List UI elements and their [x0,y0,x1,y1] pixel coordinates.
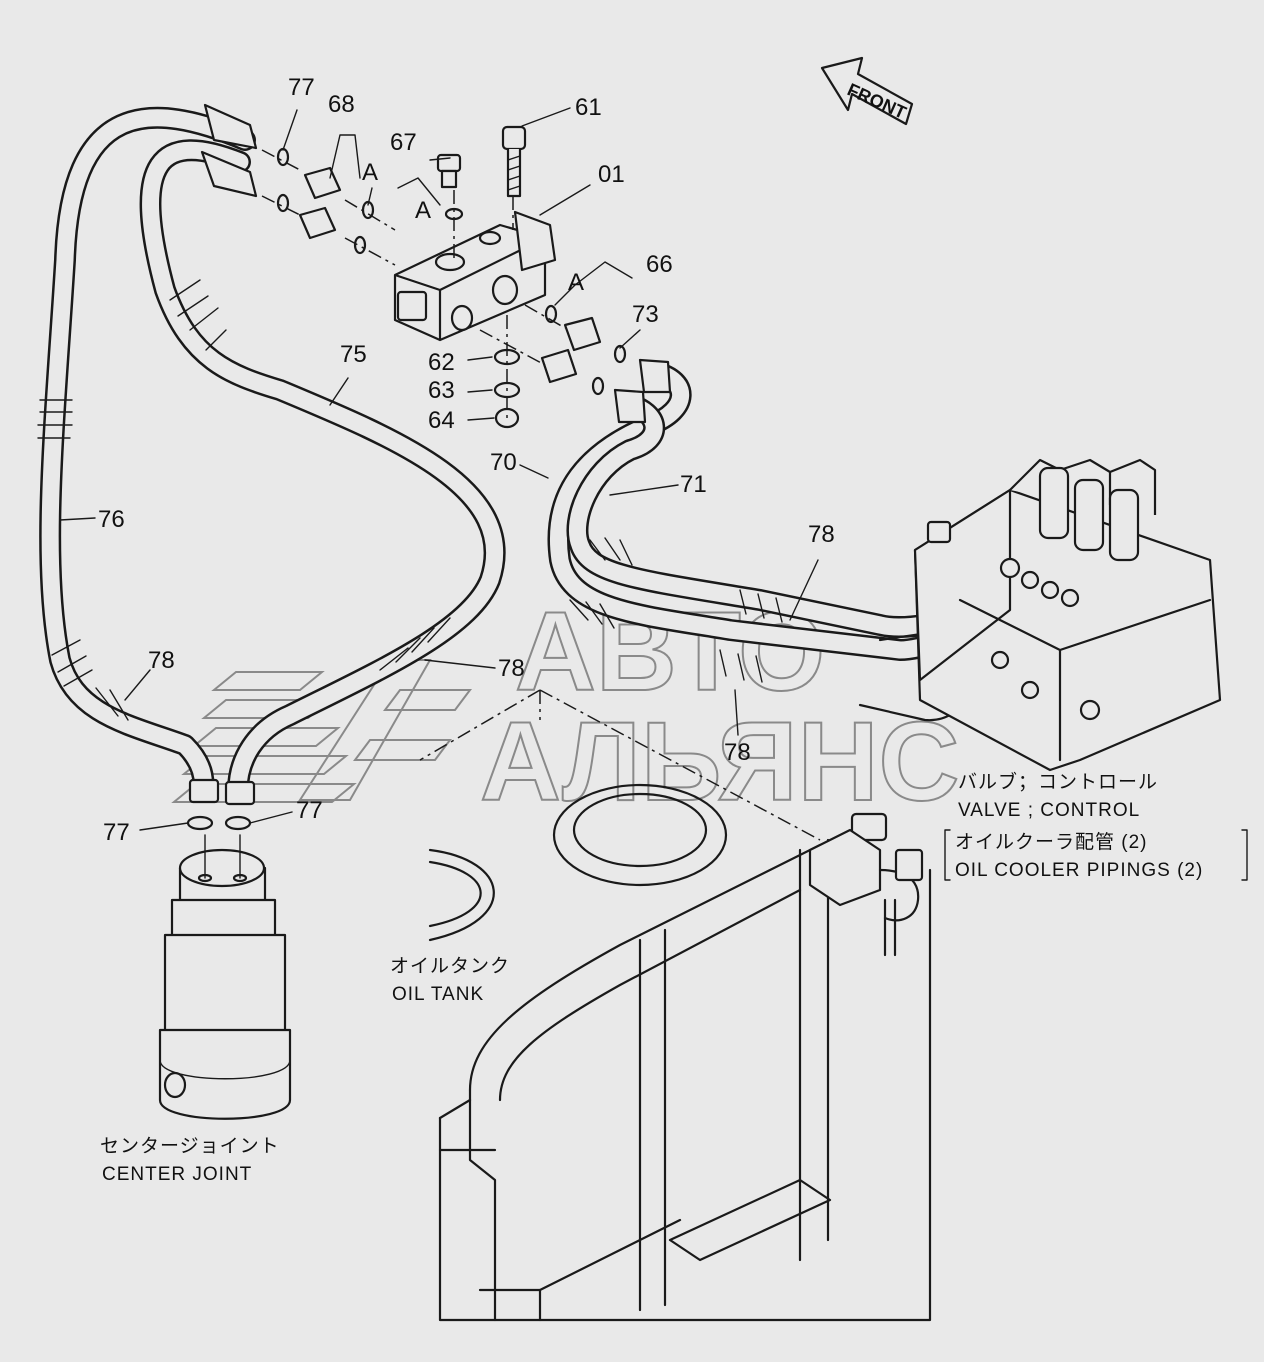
callout-77-left: 77 [103,819,130,846]
control-valve [913,458,1222,772]
callout-A-67: A [415,197,431,224]
callout-70: 70 [490,449,517,476]
callout-A-66: A [568,269,584,296]
center-joint [158,778,292,1120]
cooler-label-jp: オイルクーラ配管 (2) [955,831,1148,853]
callout-63: 63 [428,377,455,404]
center-line-dashes [261,149,566,420]
callout-64: 64 [428,407,455,434]
callout-75: 75 [340,341,367,368]
valve-label-en: VALVE ; CONTROL [958,800,1140,821]
callout-71: 71 [680,471,707,498]
callout-78-left: 78 [148,647,175,674]
tank-fittings [808,812,924,957]
fittings-66 [540,316,602,384]
callout-61: 61 [575,94,602,121]
hose-71 [566,393,969,683]
callout-76: 76 [98,506,125,533]
callout-66: 66 [646,251,673,278]
plug-67 [436,153,462,189]
valve-block-01 [393,210,557,342]
joint-label-jp: センタージョイント [100,1135,280,1157]
hose-76 [37,106,256,801]
hose-75 [139,139,506,801]
front-arrow-label: FRONT [844,79,909,122]
callout-77-top: 77 [288,74,315,101]
front-arrow: FRONT [820,56,914,126]
component-labels: バルブ；コントロール VALVE ; CONTROL オイルクーラ配管 (2) … [100,770,1203,1185]
callout-numbers: 61 01 67 68 77 A A A 66 73 62 63 64 75 7… [98,74,835,846]
callout-62: 62 [428,349,455,376]
oil-tank [419,689,932,1322]
callout-78-lower: 78 [724,739,751,766]
tank-label-en: OIL TANK [392,984,484,1005]
cooler-label-en: OIL COOLER PIPINGS (2) [955,860,1203,881]
callout-01: 01 [598,161,625,188]
callout-78-middle: 78 [498,655,525,682]
watermark-line2: АЛЬЯНС [480,699,959,824]
bolt-61 [501,125,527,198]
callout-67: 67 [390,129,417,156]
fittings-68 [298,166,342,240]
valve-label-jp: バルブ；コントロール [958,770,1158,793]
hose-70 [547,361,973,661]
joint-label-en: CENTER JOINT [102,1164,252,1185]
callout-78-upper-right: 78 [808,521,835,548]
tank-label-jp: オイルタンク [390,955,510,977]
callout-77-right: 77 [296,797,323,824]
callout-A-68: A [362,159,378,186]
hose-end-fittings [200,103,672,424]
callout-73: 73 [632,301,659,328]
leader-lines [59,107,1248,881]
callout-68: 68 [328,91,355,118]
